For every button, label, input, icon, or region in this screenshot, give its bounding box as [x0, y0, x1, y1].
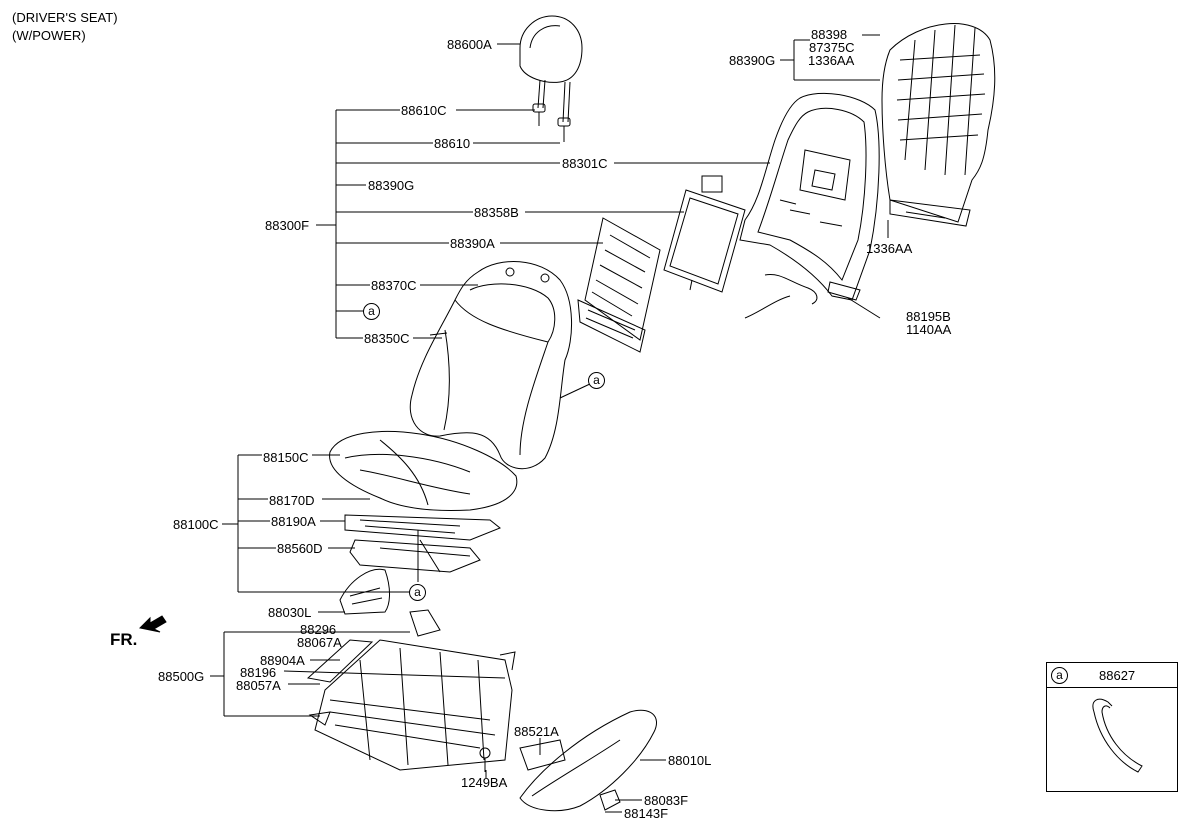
part-label-88057A: 88057A — [236, 678, 281, 693]
part-label-88390G: 88390G — [729, 53, 776, 68]
legend-circle-a: a — [1051, 667, 1068, 684]
part-label-88398: 88398 — [811, 27, 848, 42]
seat-track-drawing — [306, 609, 516, 772]
clip-88627-drawing — [1092, 698, 1143, 773]
part-label-87375C: 87375C — [809, 40, 855, 55]
diagram-header-line2: (W/POWER) — [12, 28, 86, 43]
part-label-88904A: 88904A — [260, 653, 305, 668]
part-label-88301C: 88301C — [562, 156, 608, 171]
part-label-88030L: 88030L — [268, 605, 312, 620]
part-label-1336AA: 1336AA — [808, 53, 855, 68]
part-label-88358B: 88358B — [474, 205, 519, 220]
legend-part-88627: 88627 — [1099, 668, 1136, 683]
part-label-88196: 88196 — [240, 665, 277, 680]
part-label-88067A: 88067A — [297, 635, 342, 650]
part-label-88500G: 88500G — [158, 669, 205, 684]
lumbar-support-drawing — [663, 175, 746, 293]
part-label-88083F: 88083F — [644, 793, 689, 808]
reference-circle-a: a — [409, 584, 426, 601]
seatback-cover-drawing — [409, 261, 572, 469]
part-label-1249BA: 1249BA — [461, 775, 508, 790]
seat-cushion-drawing — [329, 430, 518, 573]
part-label-88010L: 88010L — [668, 753, 712, 768]
legend-header: a 88627 — [1047, 663, 1177, 688]
legend-box: a 88627 — [1046, 662, 1178, 792]
part-label-88143F: 88143F — [624, 806, 669, 821]
part-label-88370C: 88370C — [371, 278, 417, 293]
seatback-frame-drawing — [739, 92, 880, 319]
part-label-88195B: 88195B — [906, 309, 951, 324]
back-heater-mat-drawing — [577, 217, 661, 353]
leader-lines — [210, 34, 889, 813]
part-label-88150C: 88150C — [263, 450, 309, 465]
part-label-88100C: 88100C — [173, 517, 219, 532]
reference-circle-a: a — [588, 372, 605, 389]
part-label-88350C: 88350C — [364, 331, 410, 346]
part-label-88560D: 88560D — [277, 541, 323, 556]
diagram-header-line1: (DRIVER'S SEAT) — [12, 10, 118, 25]
reference-circle-a: a — [363, 303, 380, 320]
part-label-88600A: 88600A — [447, 37, 492, 52]
front-arrow-icon — [138, 615, 167, 633]
part-label-88610: 88610 — [434, 136, 471, 151]
front-marker: FR. — [110, 630, 138, 649]
seat-side-shield-drawing — [519, 709, 657, 812]
part-label-88521A: 88521A — [514, 724, 559, 739]
part-label-88296: 88296 — [300, 622, 337, 637]
part-label-88190A: 88190A — [271, 514, 316, 529]
part-label-88610C: 88610C — [401, 103, 447, 118]
part-label-88390A: 88390A — [450, 236, 495, 251]
part-label-88390G: 88390G — [368, 178, 415, 193]
part-label-88170D: 88170D — [269, 493, 315, 508]
part-label-1336AA: 1336AA — [866, 241, 913, 256]
back-board-drawing — [881, 23, 996, 227]
headrest-drawing — [519, 15, 583, 142]
part-label-88300F: 88300F — [265, 218, 310, 233]
part-label-1140AA: 1140AA — [906, 322, 952, 337]
